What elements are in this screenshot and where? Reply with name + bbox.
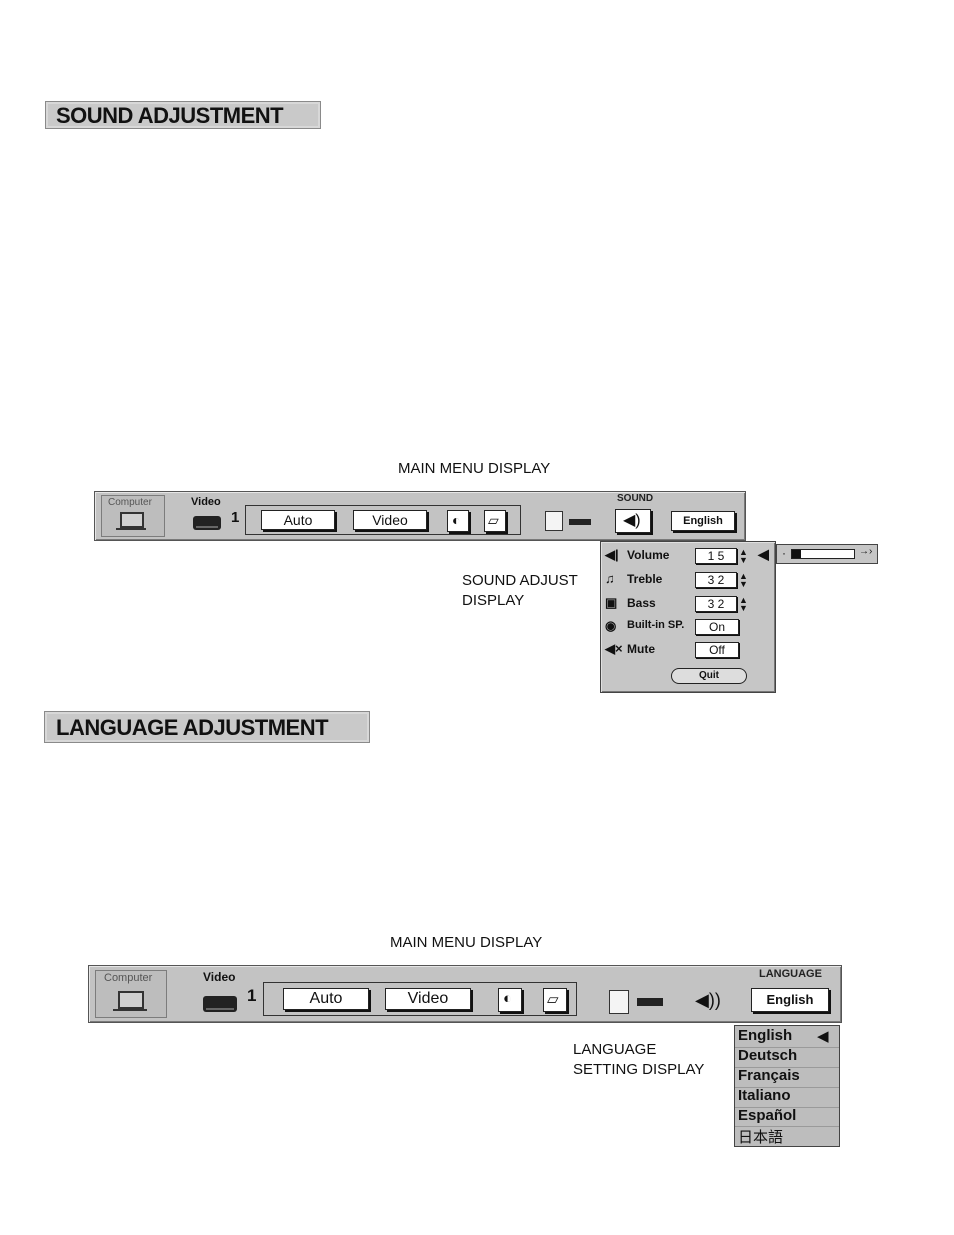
language-adjustment-heading: LANGUAGE ADJUSTMENT (44, 711, 370, 743)
tab-computer-label: Computer (108, 497, 152, 508)
tab-computer[interactable]: Computer (101, 495, 165, 537)
volume-slider[interactable]: · →› (776, 544, 878, 564)
language-group-label: LANGUAGE (759, 968, 822, 980)
projector-icon-2 (203, 996, 237, 1012)
setting-screen-icon-2[interactable] (609, 990, 629, 1014)
computer-icon-2 (118, 991, 144, 1009)
main-menu-bar-2: Computer Video 1 Auto Video ◐ ▱ ◀)) LANG… (88, 965, 842, 1023)
treble-value: 3 2 (695, 572, 737, 588)
selected-arrow-icon: ◀ (817, 1028, 829, 1045)
slider-max-icon: →› (859, 546, 873, 557)
language-setting-caption: LANGUAGE SETTING DISPLAY (573, 1040, 704, 1080)
contrast-icon: ◐ (452, 512, 461, 528)
volume-slider-fill (792, 550, 802, 558)
language-setting-caption-line1: LANGUAGE (573, 1041, 657, 1058)
bass-label: Bass (627, 596, 656, 610)
treble-row[interactable]: ♫ Treble 3 2 ▲▼ (605, 570, 771, 590)
bass-value: 3 2 (695, 596, 737, 612)
setting-screen-icon[interactable] (545, 511, 563, 531)
language-option-deutsch[interactable]: Deutsch (738, 1047, 798, 1064)
lang-divider (735, 1126, 839, 1127)
language-option-english[interactable]: English (738, 1027, 793, 1044)
mute-value[interactable]: Off (695, 642, 739, 658)
auto-button[interactable]: Auto (261, 510, 335, 530)
volume-icon: ◀| (605, 547, 619, 562)
computer-base-2 (113, 1009, 147, 1011)
sound-icon-button[interactable]: ◀) (615, 509, 651, 533)
bass-row[interactable]: ▣ Bass 3 2 ▲▼ (605, 594, 771, 614)
sound-adjust-panel: ◀| Volume 1 5 ▲▼ ◀ ♫ Treble 3 2 ▲▼ ▣ Bas… (600, 541, 776, 693)
bass-icon: ▣ (605, 595, 618, 610)
language-option-espanol[interactable]: Español (738, 1107, 797, 1124)
screen-setting-icon[interactable]: ▱ (484, 510, 506, 532)
mute-icon: ◀× (605, 641, 623, 656)
setting-lens-icon (569, 519, 591, 525)
language-option-japanese[interactable]: 日本語 (738, 1129, 784, 1146)
sound-icon-2[interactable]: ◀)) (695, 990, 721, 1010)
volume-value: 1 5 (695, 548, 737, 564)
treble-label: Treble (627, 572, 663, 586)
main-menu-bar: Computer Video 1 Auto Video ◐ ▱ SOUND ◀)… (94, 491, 746, 541)
volume-label: Volume (627, 548, 670, 562)
screen-setting-icon-2[interactable]: ▱ (543, 988, 567, 1012)
builtin-sp-label: Built-in SP. (627, 619, 685, 631)
language-button[interactable]: English (671, 511, 735, 531)
sound-adjust-caption: SOUND ADJUST DISPLAY (462, 571, 578, 611)
screen-icon-2: ▱ (547, 991, 559, 1008)
computer-icon (120, 512, 144, 528)
tab-computer-2-label: Computer (104, 972, 153, 984)
language-setting-caption-line2: SETTING DISPLAY (573, 1061, 705, 1078)
sound-adjust-caption-line2: DISPLAY (462, 592, 525, 609)
main-menu-caption-2: MAIN MENU DISPLAY (390, 934, 543, 951)
lang-divider (735, 1087, 839, 1088)
tab-video[interactable]: Video (191, 496, 221, 508)
video-button[interactable]: Video (353, 510, 427, 530)
tab-video-2[interactable]: Video (203, 970, 236, 984)
builtin-sp-row[interactable]: ◉ Built-in SP. On (605, 617, 771, 637)
image-adjust-icon-2[interactable]: ◐ (498, 988, 522, 1012)
builtin-sp-value[interactable]: On (695, 619, 739, 635)
input-number-2: 1 (247, 986, 257, 1005)
language-button-2[interactable]: English (751, 988, 829, 1012)
speaker-icon: ◀) (623, 512, 641, 529)
video-button-2[interactable]: Video (385, 988, 471, 1010)
mute-row[interactable]: ◀× Mute Off (605, 640, 771, 660)
bass-updown-icon[interactable]: ▲▼ (739, 595, 748, 613)
treble-updown-icon[interactable]: ▲▼ (739, 571, 748, 589)
main-menu-caption: MAIN MENU DISPLAY (398, 460, 551, 477)
treble-icon: ♫ (605, 571, 615, 586)
quit-button[interactable]: Quit (671, 668, 747, 684)
volume-updown-icon[interactable]: ▲▼ (739, 547, 748, 565)
language-option-francais[interactable]: Français (738, 1067, 800, 1084)
language-option-italiano[interactable]: Italiano (738, 1087, 791, 1104)
slider-min-dot: · (782, 546, 786, 560)
builtin-speaker-icon: ◉ (605, 618, 617, 633)
mute-label: Mute (627, 642, 655, 656)
video-options-frame-2 (263, 982, 577, 1016)
language-list: English ◀ Deutsch Français Italiano Espa… (734, 1025, 840, 1147)
volume-slider-track[interactable] (791, 549, 855, 559)
sound-group-label: SOUND (617, 493, 654, 504)
projector-icon (193, 516, 221, 530)
volume-pointer-icon: ◀ (758, 546, 769, 562)
lang-divider (735, 1067, 839, 1068)
input-number: 1 (231, 509, 240, 526)
auto-button-2[interactable]: Auto (283, 988, 369, 1010)
lang-divider (735, 1107, 839, 1108)
volume-row[interactable]: ◀| Volume 1 5 ▲▼ ◀ (605, 546, 771, 566)
setting-lens-icon-2 (637, 998, 663, 1006)
sound-adjustment-heading: SOUND ADJUSTMENT (45, 101, 321, 129)
image-adjust-icon[interactable]: ◐ (447, 510, 469, 532)
tab-computer-2[interactable]: Computer (95, 970, 167, 1018)
video-options-frame (245, 505, 521, 535)
screen-icon: ▱ (488, 512, 499, 528)
lang-divider (735, 1047, 839, 1048)
computer-base (116, 528, 146, 530)
contrast-icon-2: ◐ (503, 990, 513, 1007)
sound-adjust-caption-line1: SOUND ADJUST (462, 572, 578, 589)
